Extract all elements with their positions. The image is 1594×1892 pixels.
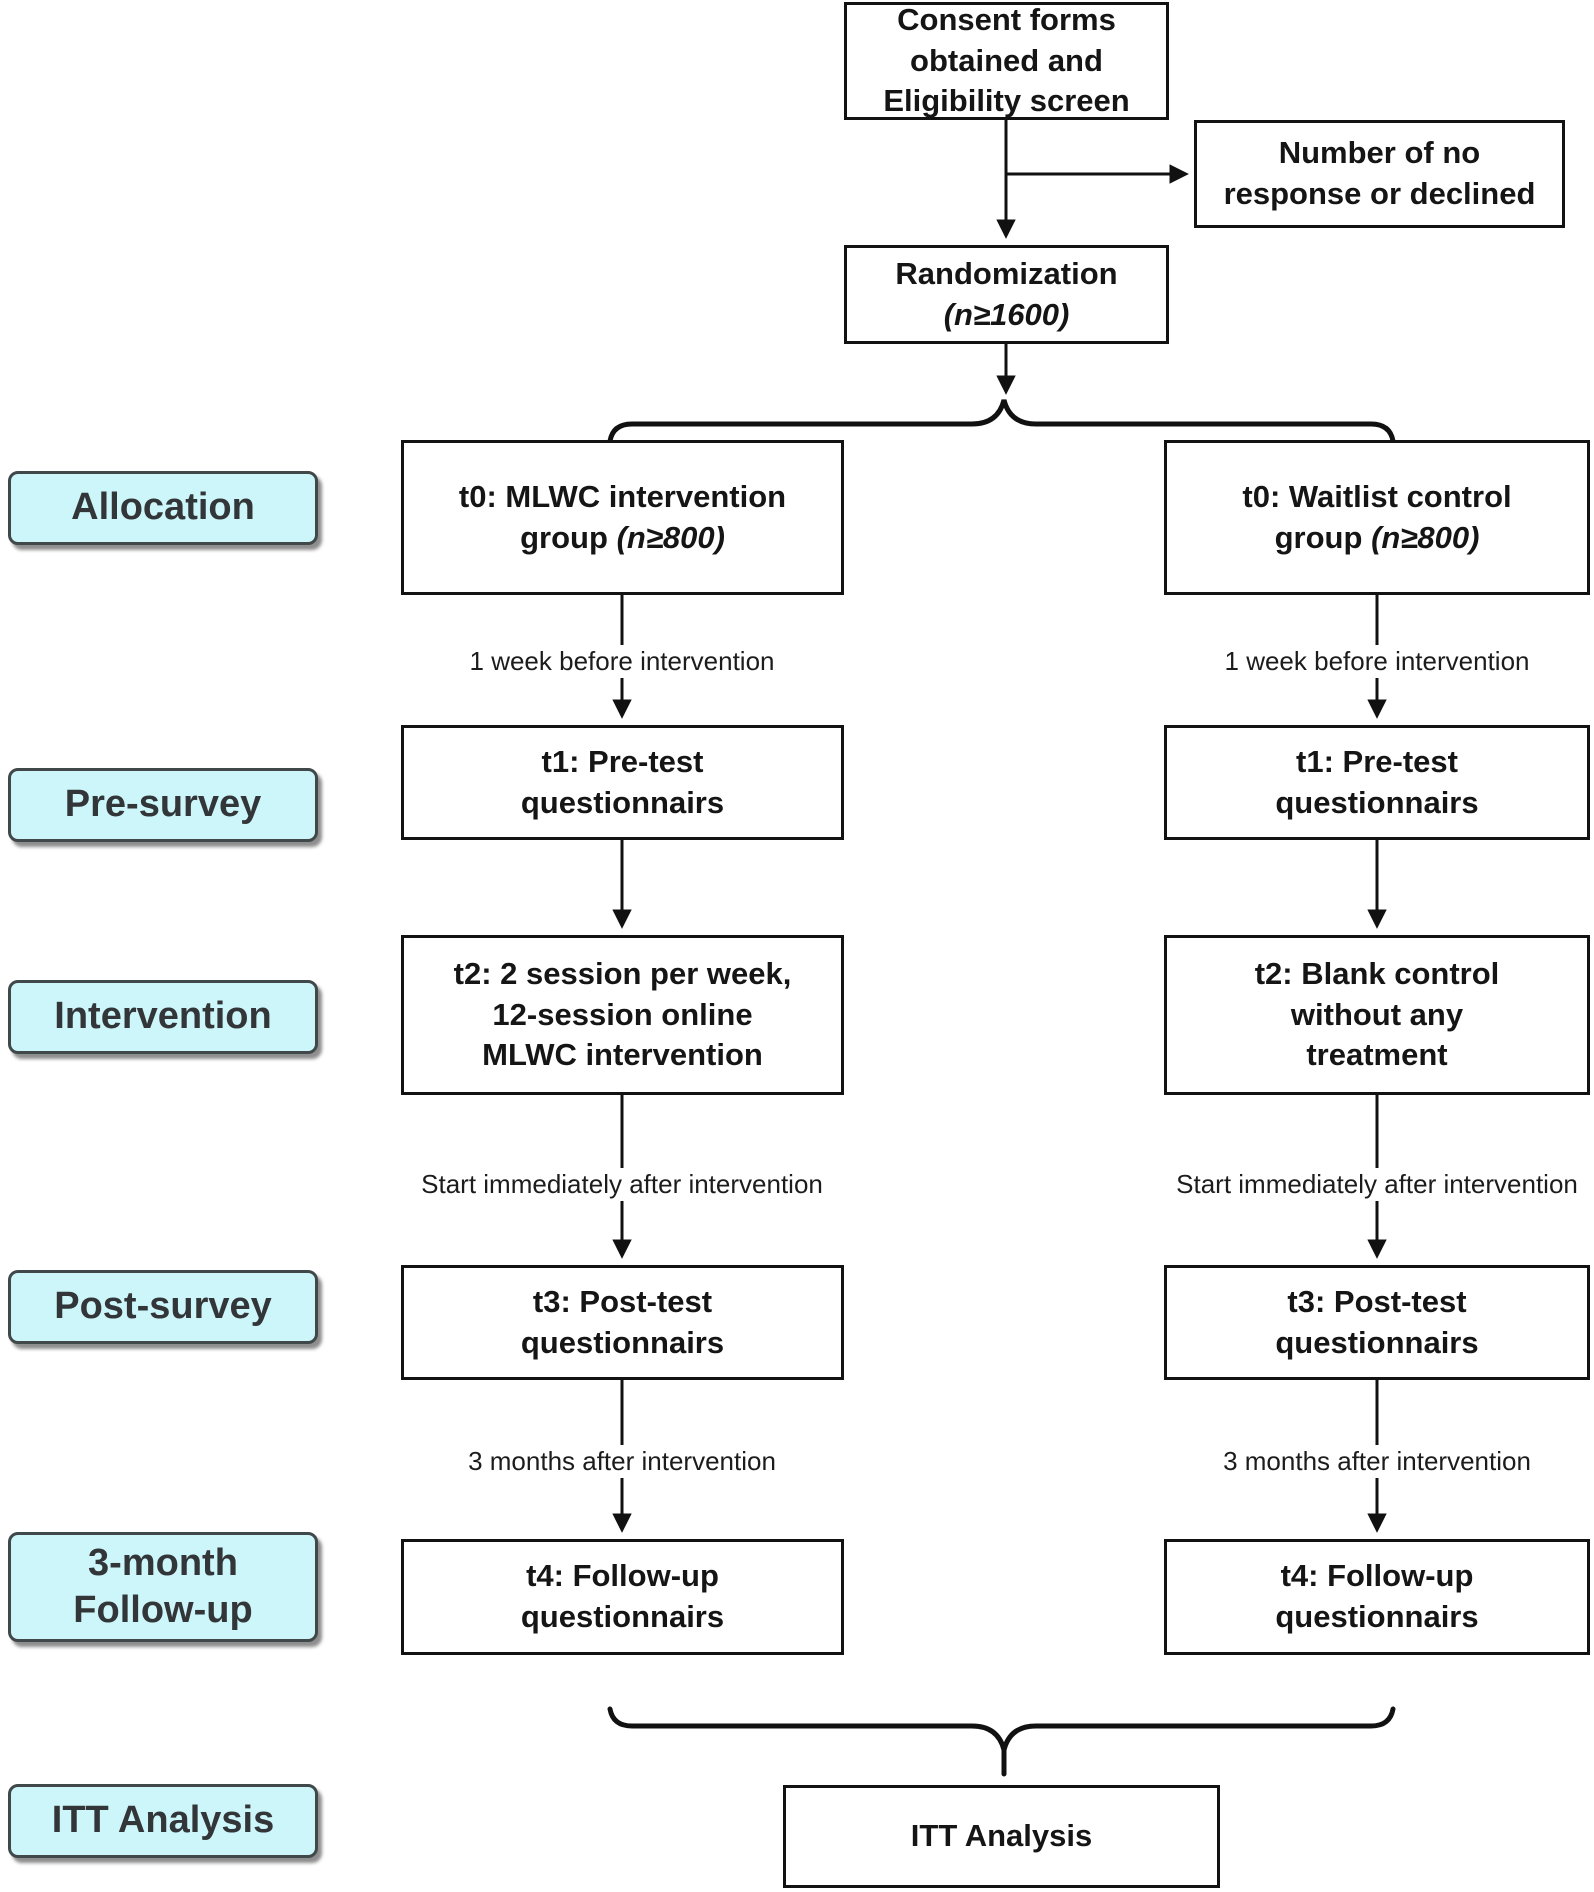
right-t3-text: t3: Post-test questionnairs: [1275, 1283, 1479, 1360]
stage-label-post-survey-text: Post-survey: [54, 1285, 272, 1328]
stage-label-follow-up: 3-month Follow-up: [8, 1532, 318, 1642]
stage-label-follow-up-text: 3-month Follow-up: [73, 1541, 253, 1632]
stage-label-pre-survey-text: Pre-survey: [64, 783, 262, 826]
label-left-3-months: 3 months after intervention: [460, 1445, 784, 1478]
label-left-week-before: 1 week before intervention: [461, 645, 783, 678]
randomization-text: Randomization: [895, 255, 1118, 291]
left-t3-text: t3: Post-test questionnairs: [520, 1283, 725, 1360]
split-brace: [607, 399, 1396, 444]
no-response-box: Number of no response or declined: [1194, 120, 1565, 228]
merge-brace: [607, 1706, 1396, 1777]
right-t0-n: (n≥800): [1371, 519, 1480, 555]
right-t1-box: t1: Pre-test questionnairs: [1164, 725, 1590, 840]
right-t2-text: t2: Blank control without any treatment: [1254, 955, 1500, 1073]
right-t3-box: t3: Post-test questionnairs: [1164, 1265, 1590, 1380]
left-t1-box: t1: Pre-test questionnairs: [401, 725, 844, 840]
stage-label-allocation-text: Allocation: [71, 486, 255, 529]
stage-label-intervention: Intervention: [8, 980, 318, 1054]
left-t2-box: t2: 2 session per week, 12-session onlin…: [401, 935, 844, 1095]
stage-label-itt: ITT Analysis: [8, 1784, 318, 1858]
itt-analysis-text: ITT Analysis: [910, 1818, 1093, 1854]
stage-label-pre-survey: Pre-survey: [8, 768, 318, 842]
label-right-week-before: 1 week before intervention: [1216, 645, 1538, 678]
left-t0-text: t0: MLWC intervention group: [458, 478, 787, 555]
stage-label-post-survey: Post-survey: [8, 1270, 318, 1344]
consent-box: Consent forms obtained and Eligibility s…: [844, 2, 1169, 120]
left-t2-text: t2: 2 session per week, 12-session onlin…: [453, 955, 792, 1073]
right-t0-box: t0: Waitlist control group(n≥800): [1164, 440, 1590, 595]
right-t4-text: t4: Follow-up questionnairs: [1275, 1558, 1479, 1634]
left-t0-n: (n≥800): [616, 519, 725, 555]
right-t1-text: t1: Pre-test questionnairs: [1275, 743, 1479, 820]
left-t1-text: t1: Pre-test questionnairs: [520, 743, 725, 820]
consent-text: Consent forms obtained and Eligibility s…: [883, 1, 1130, 119]
stage-label-intervention-text: Intervention: [54, 995, 272, 1038]
right-t4-box: t4: Follow-up questionnairs: [1164, 1539, 1590, 1655]
left-t3-box: t3: Post-test questionnairs: [401, 1265, 844, 1380]
label-right-start-immediately: Start immediately after intervention: [1168, 1168, 1586, 1201]
stage-label-itt-text: ITT Analysis: [51, 1799, 275, 1842]
right-t2-box: t2: Blank control without any treatment: [1164, 935, 1590, 1095]
randomization-box: Randomization (n≥1600): [844, 245, 1169, 344]
label-left-start-immediately: Start immediately after intervention: [413, 1168, 831, 1201]
no-response-text: Number of no response or declined: [1223, 135, 1536, 211]
right-t0-text: t0: Waitlist control group: [1242, 478, 1512, 555]
left-t4-box: t4: Follow-up questionnairs: [401, 1539, 844, 1655]
randomization-n: (n≥1600): [943, 296, 1070, 332]
stage-label-allocation: Allocation: [8, 471, 318, 545]
label-right-3-months: 3 months after intervention: [1215, 1445, 1539, 1478]
left-t4-text: t4: Follow-up questionnairs: [520, 1558, 725, 1634]
itt-analysis-box: ITT Analysis: [783, 1785, 1220, 1888]
left-t0-box: t0: MLWC intervention group(n≥800): [401, 440, 844, 595]
